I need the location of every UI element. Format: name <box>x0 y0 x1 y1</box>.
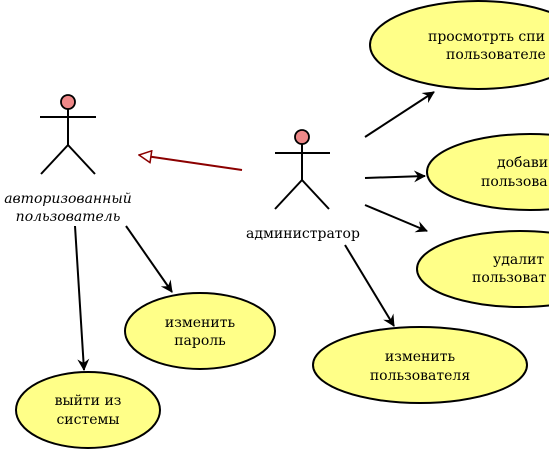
association-arrow-delete-user <box>364 204 428 233</box>
actor-head <box>60 94 76 110</box>
actor-left-leg <box>40 144 69 175</box>
usecase-edit-user[interactable]: изменить пользователя <box>312 326 528 404</box>
usecase-view-user-list[interactable]: просмотрть спи пользователе <box>369 0 549 90</box>
usecase-delete-user[interactable]: удалит пользоват <box>416 230 549 308</box>
usecase-label-line2: пользователя <box>370 368 470 384</box>
actor-authorized-user-label-line2: пользователь <box>16 209 121 225</box>
usecase-change-password[interactable]: изменить пароль <box>124 292 276 370</box>
usecase-ellipse <box>369 0 549 90</box>
actor-head <box>294 129 310 145</box>
usecase-ellipse <box>124 292 276 370</box>
association-arrow-view-list <box>364 91 435 138</box>
usecase-label-line1: выйти из <box>55 393 122 409</box>
actor-administrator-label: администратор <box>246 226 360 242</box>
association-arrow-logout <box>74 225 90 371</box>
usecase-label-line2: пароль <box>174 333 226 349</box>
generalization-arrow <box>139 155 243 171</box>
association-arrow-add-user <box>364 170 426 183</box>
usecase-label-line2: пользоват <box>472 270 547 286</box>
usecase-ellipse <box>15 371 161 449</box>
actor-authorized-user-label-line1: авторизованный <box>4 191 132 207</box>
actor-left-leg <box>274 179 303 210</box>
usecase-add-user[interactable]: добави пользова <box>426 133 549 211</box>
usecase-label-line2: пользователе <box>446 47 546 63</box>
usecase-ellipse <box>416 230 549 308</box>
usecase-label-line2: пользова <box>481 174 548 190</box>
association-arrow-edit-user <box>344 244 395 327</box>
actor-administrator[interactable]: администратор <box>246 129 360 242</box>
association-arrow-change-password <box>125 225 173 293</box>
usecase-label-line1: изменить <box>385 349 456 365</box>
usecase-label-line1: изменить <box>165 315 236 331</box>
actor-right-leg <box>67 144 96 175</box>
usecase-label-line2: системы <box>56 412 119 428</box>
usecase-label-line1: просмотрть спи <box>428 29 545 45</box>
usecase-label-line1: удалит <box>493 252 544 268</box>
usecase-ellipse <box>426 133 549 211</box>
actor-right-leg <box>301 179 330 210</box>
usecase-ellipse <box>312 326 528 404</box>
actor-authorized-user[interactable]: авторизованный пользователь <box>4 94 132 225</box>
usecase-label-line1: добави <box>497 155 548 171</box>
usecase-logout[interactable]: выйти из системы <box>15 371 161 449</box>
